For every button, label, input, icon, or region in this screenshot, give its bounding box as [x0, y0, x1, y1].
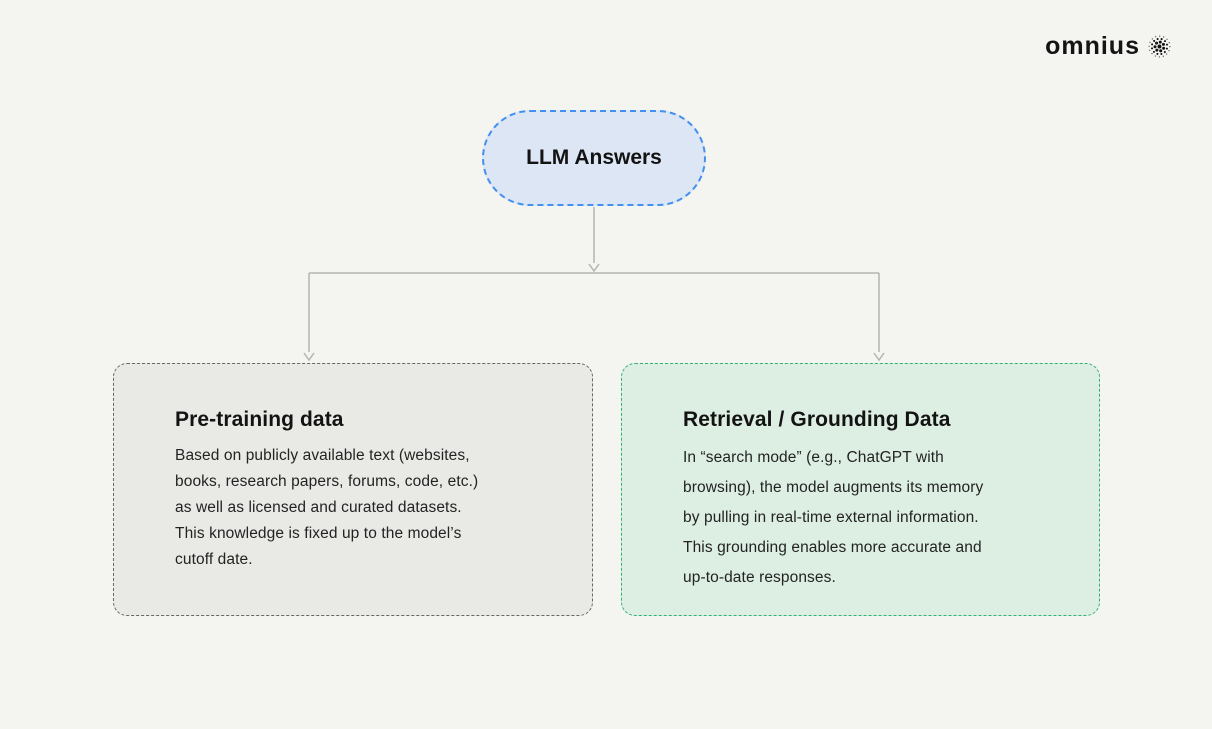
retrieval-grounding-title: Retrieval / Grounding Data [683, 408, 951, 431]
brand-logo: omnius [1045, 34, 1172, 59]
node-retrieval-grounding-data: Retrieval / Grounding Data In “search mo… [621, 363, 1100, 616]
brand-logo-text: omnius [1045, 32, 1140, 60]
arrowhead-root [588, 263, 600, 273]
pretraining-data-title: Pre-training data [175, 408, 344, 431]
arrowhead-left [303, 352, 315, 362]
arrowhead-right [873, 352, 885, 362]
retrieval-grounding-body: In “search mode” (e.g., ChatGPT with bro… [683, 449, 984, 586]
node-llm-answers: LLM Answers [482, 110, 706, 206]
node-pretraining-data: Pre-training data Based on publicly avai… [113, 363, 593, 616]
dotted-sphere-icon [1148, 35, 1171, 58]
pretraining-data-body: Based on publicly available text (websit… [175, 447, 479, 568]
node-llm-answers-label: LLM Answers [526, 146, 662, 169]
